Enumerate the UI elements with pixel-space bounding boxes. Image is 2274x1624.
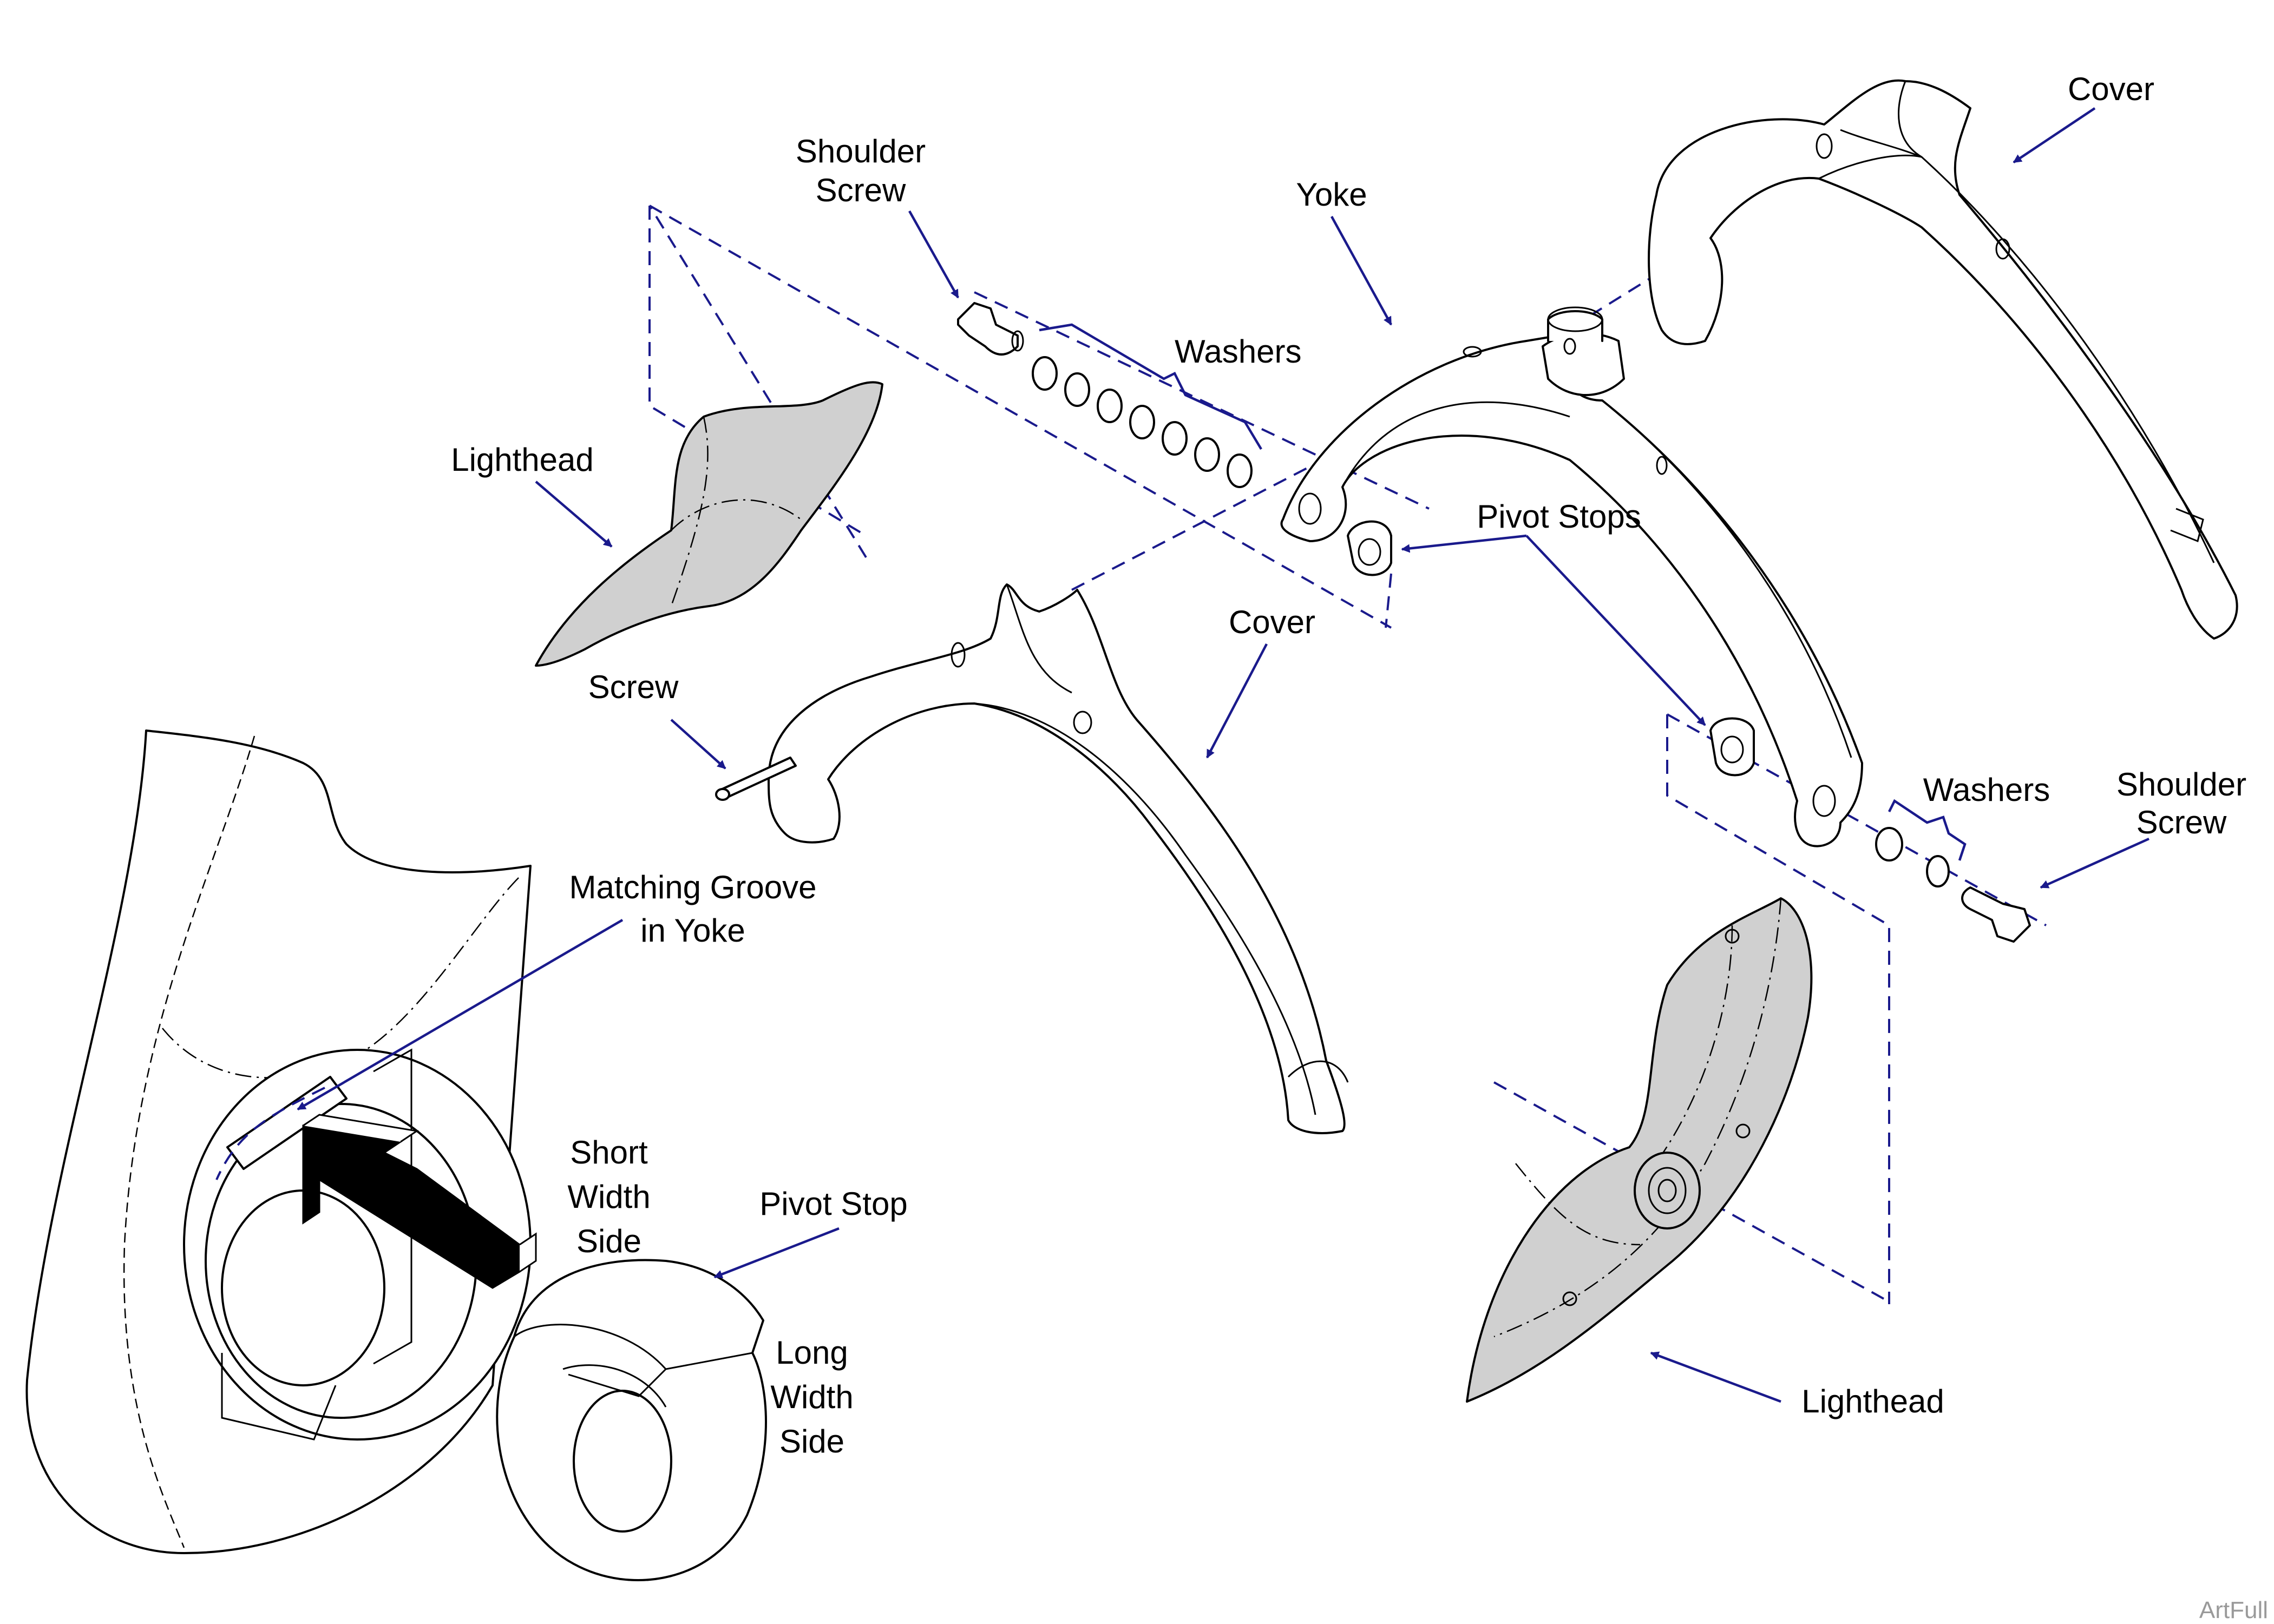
- lighthead-bottom: [1466, 897, 1813, 1403]
- label-short-width-side-line2: Width: [567, 1179, 650, 1215]
- washers-top-brace: [1039, 323, 1262, 450]
- yoke-end-cutaway: [25, 729, 532, 1554]
- label-matching-groove-line1: Matching Groove: [569, 869, 817, 905]
- label-lighthead-top: Lighthead: [451, 442, 594, 478]
- label-washers-right: Washers: [1923, 772, 2050, 808]
- label-shoulder-screw-top-line2: Screw: [816, 172, 906, 208]
- label-long-width-side-line2: Width: [770, 1379, 853, 1415]
- washers-top: [1032, 356, 1253, 488]
- pivot-stop-large: [496, 1259, 767, 1581]
- washers-right-brace: [1888, 799, 1967, 861]
- cover-middle: [768, 583, 1349, 1134]
- callout-labels: Shoulder Screw Washers Yoke Cover Lighth…: [451, 71, 2268, 1623]
- lighthead-top: [535, 381, 883, 667]
- leader-lines: [297, 107, 2150, 1403]
- label-lighthead-bottom: Lighthead: [1801, 1383, 1944, 1419]
- label-matching-groove-line2: in Yoke: [640, 912, 745, 949]
- label-screw: Screw: [588, 669, 679, 705]
- insertion-arrow: [302, 1114, 537, 1289]
- label-short-width-side-line1: Short: [570, 1134, 648, 1171]
- cover-top-right: [1648, 79, 2238, 640]
- label-long-width-side-line3: Side: [779, 1423, 844, 1459]
- label-shoulder-screw-right-line1: Shoulder: [2116, 766, 2246, 803]
- washers-right: [1875, 827, 1950, 887]
- label-short-width-side-line3: Side: [576, 1223, 641, 1259]
- label-shoulder-screw-top-line1: Shoulder: [796, 133, 926, 169]
- shoulder-screw-right: [1961, 886, 2031, 943]
- yoke: [1280, 306, 1863, 847]
- screw: [715, 757, 797, 801]
- label-pivot-stops: Pivot Stops: [1477, 498, 1641, 535]
- label-cover-middle: Cover: [1229, 604, 1315, 640]
- shoulder-screw-top: [957, 302, 1024, 356]
- label-washers-top: Washers: [1175, 333, 1302, 370]
- label-yoke: Yoke: [1296, 176, 1367, 213]
- label-shoulder-screw-right-line2: Screw: [2137, 804, 2227, 840]
- label-cover-top: Cover: [2068, 71, 2154, 107]
- artfull-credit: ArtFull: [2199, 1597, 2268, 1623]
- pivot-stop-lower: [1709, 717, 1755, 777]
- pivot-stop-upper: [1347, 520, 1392, 576]
- label-pivot-stop: Pivot Stop: [759, 1186, 908, 1222]
- label-long-width-side-line1: Long: [776, 1334, 848, 1371]
